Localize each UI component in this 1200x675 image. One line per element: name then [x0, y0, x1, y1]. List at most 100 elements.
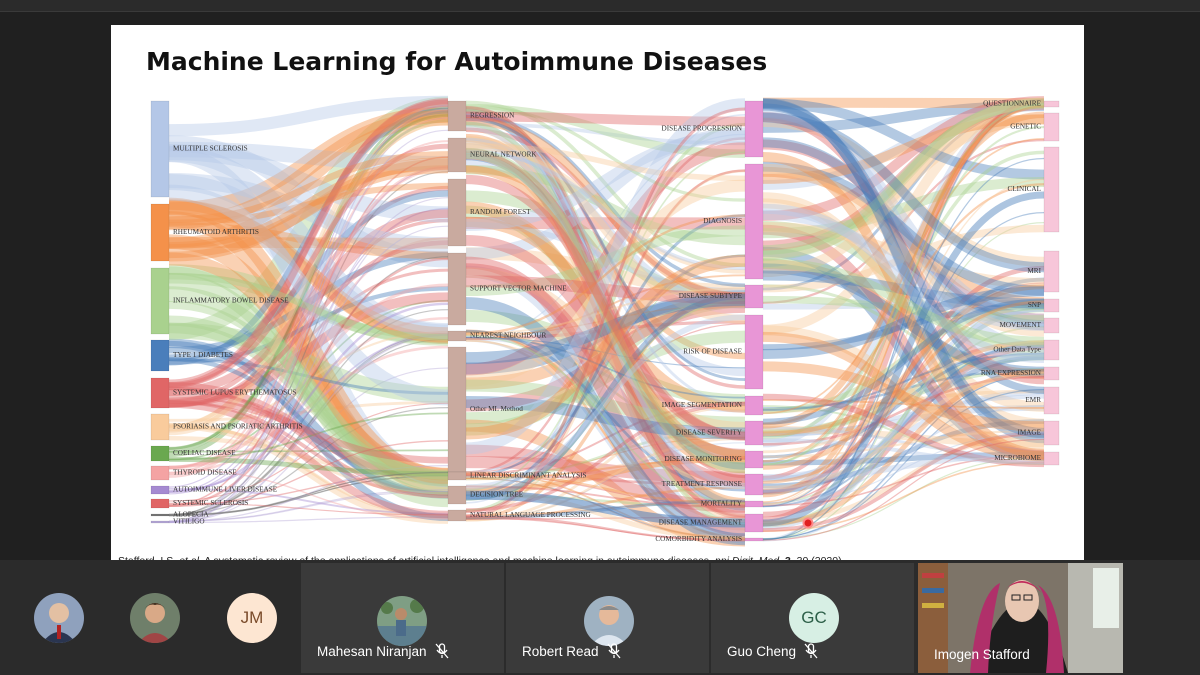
sankey-link — [762, 307, 1045, 528]
sankey-link — [762, 340, 1045, 437]
method-label: RANDOM FOREST — [470, 208, 531, 216]
sankey-link — [465, 300, 746, 412]
data-type-node — [1043, 100, 1060, 108]
sankey-link — [465, 150, 746, 440]
task-node — [744, 513, 764, 533]
sankey-links — [168, 95, 1045, 547]
participant-tile[interactable]: JM — [204, 563, 300, 673]
sankey-link — [762, 399, 1045, 409]
participant-name: Mahesan Niranjan — [317, 643, 449, 662]
sankey-link — [465, 165, 746, 458]
sankey-link — [465, 256, 746, 537]
sankey-link — [168, 502, 449, 516]
sankey-link — [762, 112, 1045, 385]
task-node — [744, 473, 764, 496]
sankey-link — [168, 338, 449, 499]
sankey-link — [465, 458, 746, 480]
participant-tile[interactable] — [0, 563, 102, 673]
sankey-link — [168, 118, 449, 436]
sankey-link — [465, 139, 746, 492]
task-node — [744, 284, 764, 309]
task-label: DISEASE MANAGEMENT — [659, 519, 743, 527]
sankey-link — [168, 440, 449, 507]
participant-tile[interactable]: Robert Read — [506, 563, 709, 673]
method-node — [447, 485, 467, 505]
data-type-node — [1043, 339, 1060, 361]
sankey-link — [465, 330, 746, 440]
participant-tile[interactable] — [102, 563, 204, 673]
sankey-link — [762, 352, 1045, 493]
sankey-link — [168, 422, 449, 524]
sankey-link — [168, 115, 449, 249]
sankey-link — [168, 322, 449, 403]
sankey-link — [762, 367, 1045, 434]
sankey-link — [762, 299, 1045, 540]
task-node — [744, 537, 764, 542]
sankey-link — [465, 117, 746, 382]
sankey-link — [168, 345, 449, 469]
sankey-link — [168, 412, 449, 461]
sankey-link — [168, 165, 449, 478]
sankey-link — [168, 268, 449, 408]
sankey-link — [168, 386, 449, 496]
task-label: IMAGE SEGMENTATION — [662, 401, 743, 409]
sankey-link — [168, 471, 449, 517]
method-label: NATURAL LANGUAGE PROCESSING — [470, 511, 591, 519]
sankey-link — [762, 99, 1045, 255]
sankey-link — [762, 325, 1045, 450]
sankey-link — [168, 197, 449, 485]
method-label: LINEAR DISCRIMINANT ANALYSIS — [470, 472, 587, 480]
method-node — [447, 252, 467, 326]
sankey-link — [168, 119, 449, 451]
sankey-link — [465, 130, 746, 232]
disease-node — [150, 339, 170, 372]
sankey-link — [465, 133, 746, 507]
sankey-link — [762, 265, 1045, 494]
sankey-link — [762, 368, 1045, 527]
data-type-node — [1043, 366, 1060, 381]
sankey-link — [465, 267, 746, 433]
sankey-link — [465, 151, 746, 491]
sankey-link — [168, 388, 449, 480]
sankey-link — [465, 515, 746, 542]
participant-tile[interactable]: Mahesan Niranjan — [301, 563, 504, 673]
sankey-link — [762, 393, 1045, 468]
sankey-link — [465, 309, 746, 407]
sankey-link — [465, 293, 746, 365]
sankey-link — [762, 368, 1045, 410]
sankey-link — [168, 184, 449, 406]
sankey-link — [168, 107, 449, 366]
sankey-link — [762, 300, 1045, 310]
sankey-link — [762, 270, 1045, 309]
sankey-link — [762, 116, 1045, 267]
data-type-node — [1043, 112, 1060, 142]
sankey-link — [168, 273, 449, 508]
sankey-link — [168, 207, 449, 523]
sankey-link — [465, 334, 746, 505]
sankey-link — [465, 108, 746, 511]
sankey-link — [168, 475, 449, 517]
slide-title: Machine Learning for Autoimmune Diseases — [146, 47, 768, 76]
sankey-link — [762, 405, 1045, 466]
participant-tile[interactable]: GC Guo Cheng — [711, 563, 914, 673]
participant-name: Imogen Stafford — [934, 647, 1030, 662]
sankey-link — [762, 344, 1045, 459]
sankey-link — [762, 246, 1045, 461]
sankey-link — [465, 126, 746, 508]
participant-video-tile[interactable]: Imogen Stafford — [918, 563, 1123, 673]
sankey-link — [762, 103, 1045, 466]
disease-node — [150, 100, 170, 198]
sankey-link — [465, 338, 746, 540]
sankey-link — [465, 314, 746, 490]
sankey-link — [465, 323, 746, 474]
data-type-label: EMR — [1025, 396, 1041, 404]
sankey-link — [465, 331, 746, 411]
sankey-link — [465, 456, 746, 491]
meeting-top-bar — [0, 0, 1200, 12]
sankey-link — [168, 283, 449, 469]
task-label: MORTALITY — [701, 500, 743, 508]
sankey-link — [168, 472, 449, 505]
sankey-link — [762, 373, 1045, 542]
sankey-link — [762, 429, 1045, 458]
sankey-link — [168, 140, 449, 474]
